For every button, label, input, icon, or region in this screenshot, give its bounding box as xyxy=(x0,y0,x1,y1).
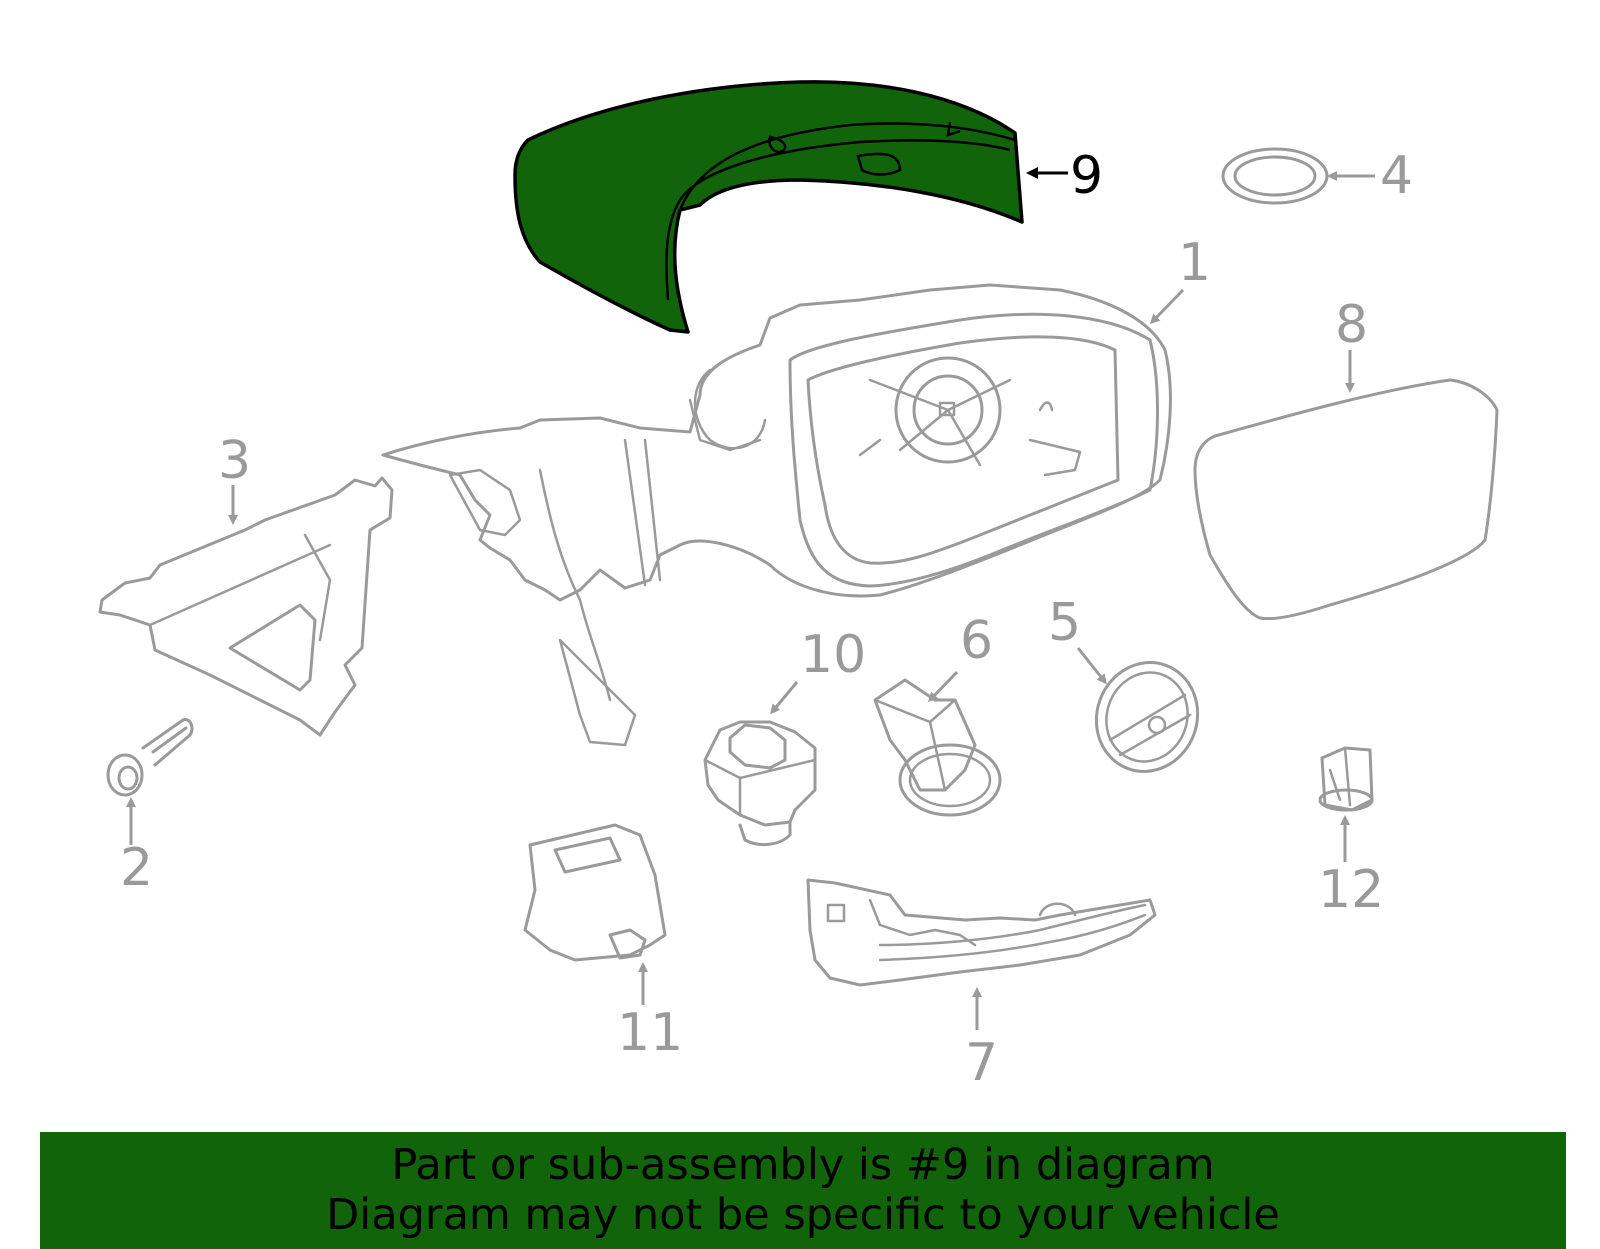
part-7-signal-lamp[interactable] xyxy=(806,878,1157,987)
callout-2: 2 xyxy=(120,838,153,898)
info-banner: Part or sub-assembly is #9 in diagram Di… xyxy=(40,1132,1566,1249)
part-9-mirror-cover[interactable] xyxy=(513,80,1024,334)
part-3-bracket[interactable] xyxy=(98,476,394,737)
part-11-module[interactable] xyxy=(523,823,667,962)
part-5-actuator[interactable] xyxy=(1081,648,1213,786)
part-6-lamp[interactable] xyxy=(873,678,1002,817)
part-1-mirror-assembly[interactable] xyxy=(381,283,1172,747)
callout-6: 6 xyxy=(960,611,993,671)
callout-9: 9 xyxy=(1070,146,1103,206)
part-2-bolt[interactable] xyxy=(106,718,194,797)
callout-7: 7 xyxy=(965,1033,998,1093)
callout-5: 5 xyxy=(1048,593,1081,653)
callout-8: 8 xyxy=(1335,295,1368,355)
part-4-ring[interactable] xyxy=(1221,147,1329,205)
part-12-clip[interactable] xyxy=(1318,746,1374,812)
callout-12: 12 xyxy=(1318,860,1384,920)
part-10-motor[interactable] xyxy=(703,720,817,847)
callout-11: 11 xyxy=(617,1003,683,1063)
callout-4: 4 xyxy=(1380,146,1413,206)
banner-line-1: Part or sub-assembly is #9 in diagram xyxy=(391,1140,1215,1190)
callout-10: 10 xyxy=(800,625,866,685)
callout-1: 1 xyxy=(1178,233,1211,293)
banner-line-2: Diagram may not be specific to your vehi… xyxy=(326,1190,1280,1240)
callout-3: 3 xyxy=(218,431,251,491)
part-8-mirror-glass[interactable] xyxy=(1193,378,1499,621)
